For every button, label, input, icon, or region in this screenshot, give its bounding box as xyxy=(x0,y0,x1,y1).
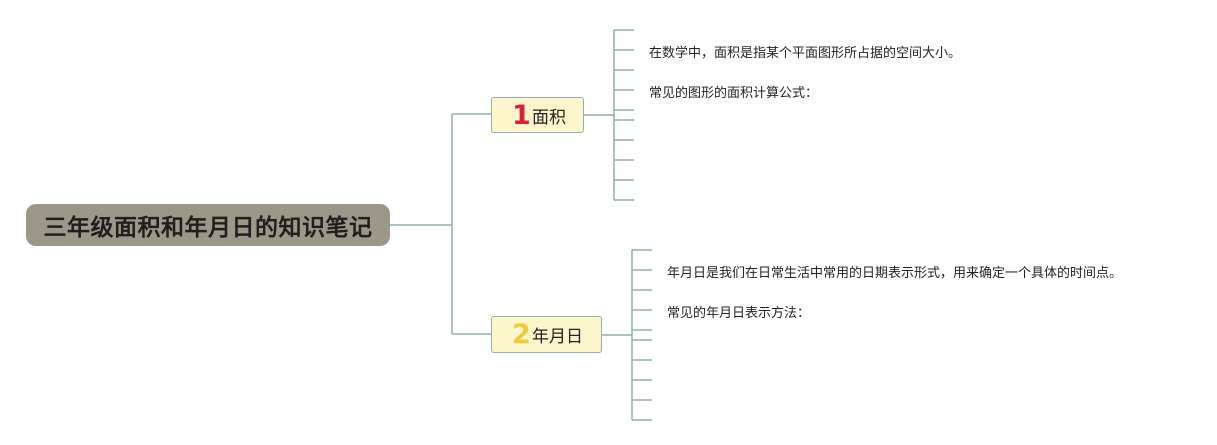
number-1-icon: 1 xyxy=(512,99,531,131)
note-date-definition[interactable]: 年月日是我们在日常生活中常用的日期表示形式，用来确定一个具体的时间点。 xyxy=(667,266,1123,281)
branch-topic-label: 面积 xyxy=(532,107,566,128)
root-topic-label: 三年级面积和年月日的知识笔记 xyxy=(43,215,373,241)
number-2-icon: 2 xyxy=(512,319,531,350)
branch-topic-label: 年月日 xyxy=(532,327,583,347)
note-date-formats[interactable]: 常见的年月日表示方法： xyxy=(667,306,811,321)
note-area-definition[interactable]: 在数学中，面积是指某个平面图形所占据的空间大小。 xyxy=(649,46,962,61)
branch-topic-area[interactable]: 1 面积 xyxy=(491,97,584,133)
root-topic[interactable]: 三年级面积和年月日的知识笔记 xyxy=(26,204,390,246)
branch-topic-date[interactable]: 2 年月日 xyxy=(491,316,602,353)
note-area-formulas[interactable]: 常见的图形的面积计算公式： xyxy=(649,86,819,101)
